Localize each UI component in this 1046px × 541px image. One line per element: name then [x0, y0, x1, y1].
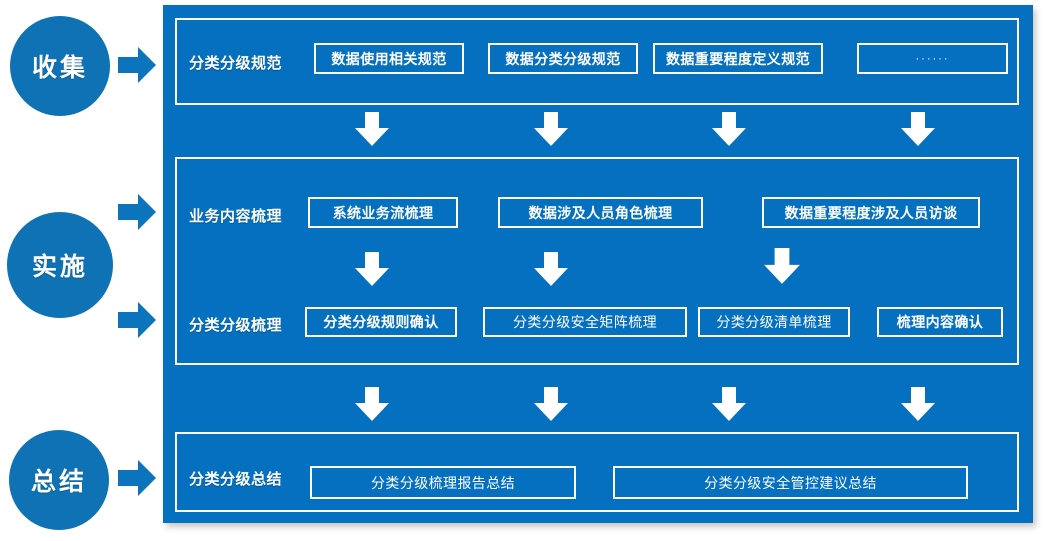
item-box-classification-1[interactable]: 分类分级规则确认 [305, 307, 457, 337]
arrow-right-icon-implement-top [118, 192, 156, 232]
arrow-right-icon-implement-bottom [118, 300, 156, 340]
stage-circle-implement[interactable]: 实施 [7, 212, 113, 318]
arrow-down-icon-r3-4 [900, 387, 936, 423]
row-band-summary [175, 432, 1019, 512]
item-box-standards-3[interactable]: 数据重要程度定义规范 [653, 43, 823, 74]
arrow-down-icon-r3-2 [533, 387, 569, 423]
arrow-down-icon-r2-3 [763, 247, 801, 287]
arrow-down-icon-r1-4 [900, 112, 936, 148]
row-title-classification: 分类分级梳理 [189, 317, 283, 334]
stage-label-implement: 实施 [31, 253, 88, 281]
row-band-standards [175, 18, 1019, 105]
row-title-standards: 分类分级规范 [189, 55, 283, 72]
item-box-standards-1[interactable]: 数据使用相关规范 [314, 43, 464, 74]
stage-circle-summary[interactable]: 总结 [9, 430, 109, 530]
item-box-classification-3[interactable]: 分类分级清单梳理 [698, 307, 850, 337]
stage-label-summary: 总结 [30, 468, 87, 496]
arrow-down-icon-r1-2 [533, 112, 569, 148]
arrow-right-icon-collect [118, 45, 156, 85]
item-box-summary-1[interactable]: 分类分级梳理报告总结 [310, 466, 576, 499]
stage-label-collect: 收集 [31, 54, 88, 82]
item-box-business-3[interactable]: 数据重要程度涉及人员访谈 [762, 197, 980, 228]
arrow-down-icon-r3-1 [354, 387, 390, 423]
item-box-business-2[interactable]: 数据涉及人员角色梳理 [498, 197, 703, 228]
item-box-standards-more[interactable]: ······ [857, 43, 1008, 74]
row-title-business: 业务内容梳理 [189, 208, 283, 225]
process-panel: 分类分级规范 数据使用相关规范 数据分类分级规范 数据重要程度定义规范 ····… [163, 5, 1033, 523]
arrow-down-icon-r2-2 [533, 252, 569, 288]
item-box-business-1[interactable]: 系统业务流梳理 [308, 197, 458, 228]
stage-circle-collect[interactable]: 收集 [10, 16, 110, 116]
item-box-standards-2[interactable]: 数据分类分级规范 [488, 43, 638, 74]
arrow-down-icon-r3-3 [711, 387, 747, 423]
row-band-implementation [175, 157, 1019, 365]
arrow-right-icon-summary [118, 458, 156, 498]
item-box-classification-2[interactable]: 分类分级安全矩阵梳理 [483, 307, 687, 337]
arrow-down-icon-r1-3 [711, 112, 747, 148]
arrow-down-icon-r1-1 [354, 112, 390, 148]
arrow-down-icon-r2-1 [354, 252, 390, 288]
item-box-classification-4[interactable]: 梳理内容确认 [877, 307, 1003, 337]
item-box-summary-2[interactable]: 分类分级安全管控建议总结 [613, 466, 968, 499]
row-title-summary: 分类分级总结 [189, 471, 283, 488]
